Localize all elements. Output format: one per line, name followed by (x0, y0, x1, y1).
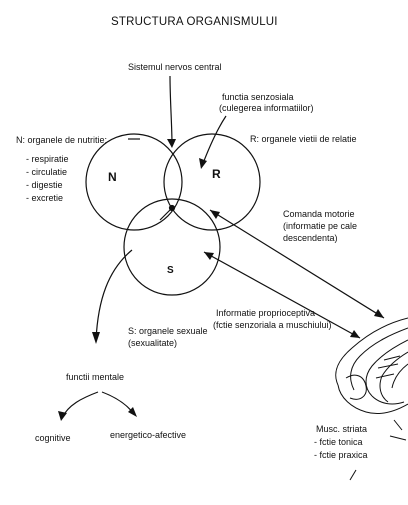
proprioceptive-label: Informatie proprioceptiva (216, 308, 316, 318)
r-group-label: R: organele vietii de relatie (250, 134, 357, 144)
sensory-arrow (201, 115, 227, 167)
motor-command-line3: descendenta) (283, 233, 338, 243)
circle-s-label: S (167, 265, 174, 276)
s-group-sublabel: (sexualitate) (128, 338, 178, 348)
circle-r (163, 133, 261, 231)
mental-branch-right (101, 391, 135, 415)
circle-r-label: R (212, 167, 221, 181)
diagram-title: STRUCTURA ORGANISMULUI (111, 16, 278, 28)
circle-n (85, 133, 183, 231)
mental-branch-left (61, 391, 99, 419)
s-group-label: S: organele sexuale (128, 326, 208, 336)
motor-command-line (209, 209, 385, 319)
n-item-respiration: - respiratie (26, 154, 69, 164)
sensory-function-sublabel: (culegerea informatiilor) (219, 103, 314, 113)
n-group-label: N: organele de nutritie: (16, 135, 108, 145)
n-item-excretion: - excretie (26, 193, 64, 203)
cns-label: Sistemul nervos central (128, 62, 222, 72)
sensory-function-label: functia senzosiala (222, 92, 294, 102)
n-item-digestion: - digestie (26, 180, 63, 190)
striated-muscle-drawing (335, 317, 408, 481)
circle-n-label: N (108, 170, 117, 184)
muscle-label: Musc. striata (316, 424, 368, 434)
mental-affective-label: energetico-afective (110, 430, 187, 440)
proprio-line (203, 251, 361, 339)
muscle-tonic-function: - fctie tonica (314, 437, 363, 447)
cns-arrow (169, 75, 173, 146)
motor-command-line2: (informatie pe cale (283, 221, 358, 231)
mental-cognitive-label: cognitive (35, 433, 71, 443)
mental-functions-label: functii mentale (66, 372, 125, 382)
s-to-mental-curve (95, 249, 133, 341)
muscle-praxic-function: - fctie praxica (314, 450, 368, 460)
proprioceptive-sublabel: (fctie senzoriala a muschiului) (213, 320, 332, 330)
n-item-circulation: - circulatie (26, 167, 68, 177)
circle-s (123, 198, 221, 296)
motor-command-label: Comanda motorie (283, 209, 355, 219)
